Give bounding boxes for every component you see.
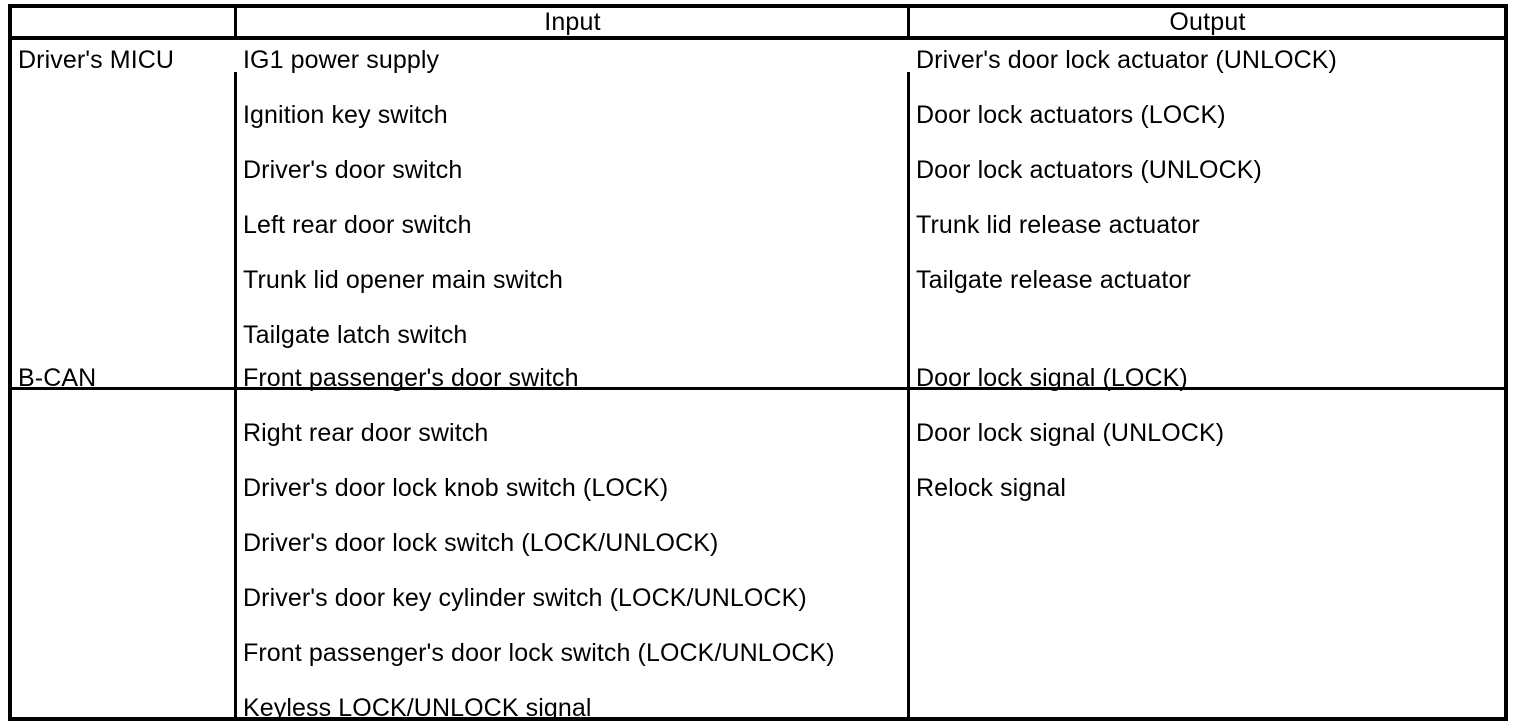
list-item: Trunk lid release actuator	[916, 211, 1200, 239]
list-item: Driver's door key cylinder switch (LOCK/…	[243, 584, 807, 612]
list-item: Driver's door switch	[243, 156, 463, 184]
header-cell-output: Output	[1169, 8, 1246, 36]
table-cell-inputs: IG1 power supply Ignition key switch Dri…	[237, 40, 907, 355]
input-output-table: Input Output Driver's MICU IG1 power sup…	[8, 4, 1508, 722]
column-divider-1	[234, 72, 237, 717]
table-cell-section-name: B-CAN	[12, 358, 234, 725]
list-item: Driver's door lock switch (LOCK/UNLOCK)	[243, 529, 719, 557]
table-cell-outputs: Door lock signal (LOCK) Door lock signal…	[910, 358, 1504, 725]
list-item: Keyless LOCK/UNLOCK signal	[243, 694, 592, 722]
column-divider-2	[907, 72, 910, 717]
list-item: Driver's door lock knob switch (LOCK)	[243, 474, 669, 502]
list-item: Door lock signal (UNLOCK)	[916, 419, 1225, 447]
table-cell-section-name: Driver's MICU	[12, 40, 234, 355]
header-cell-input: Input	[544, 8, 601, 36]
table-header-row: Input Output	[12, 8, 1504, 40]
list-item: Relock signal	[916, 474, 1066, 502]
header-cell-corner	[12, 8, 234, 36]
table-body: Driver's MICU IG1 power supply Ignition …	[12, 40, 1504, 722]
list-item: Tailgate latch switch	[243, 321, 468, 349]
table-section-driver-micu: Driver's MICU IG1 power supply Ignition …	[12, 40, 1504, 355]
table-cell-outputs: Driver's door lock actuator (UNLOCK) Doo…	[910, 40, 1504, 355]
list-item: Trunk lid opener main switch	[243, 266, 564, 294]
table-cell-inputs: Front passenger's door switch Right rear…	[237, 358, 907, 725]
list-item: Ignition key switch	[243, 101, 448, 129]
header-column-divider-1	[234, 8, 237, 36]
list-item: Front passenger's door lock switch (LOCK…	[243, 639, 835, 667]
section-divider	[12, 387, 1504, 390]
list-item: Left rear door switch	[243, 211, 472, 239]
list-item: Driver's door lock actuator (UNLOCK)	[916, 46, 1337, 74]
section-name-label: Driver's MICU	[18, 46, 175, 74]
list-item: Front passenger's door switch	[243, 364, 579, 392]
header-column-divider-2	[907, 8, 910, 36]
list-item: Door lock actuators (LOCK)	[916, 101, 1226, 129]
list-item: Door lock signal (LOCK)	[916, 364, 1188, 392]
list-item: Door lock actuators (UNLOCK)	[916, 156, 1262, 184]
list-item: Tailgate release actuator	[916, 266, 1191, 294]
list-item: Right rear door switch	[243, 419, 489, 447]
list-item: IG1 power supply	[243, 46, 440, 74]
